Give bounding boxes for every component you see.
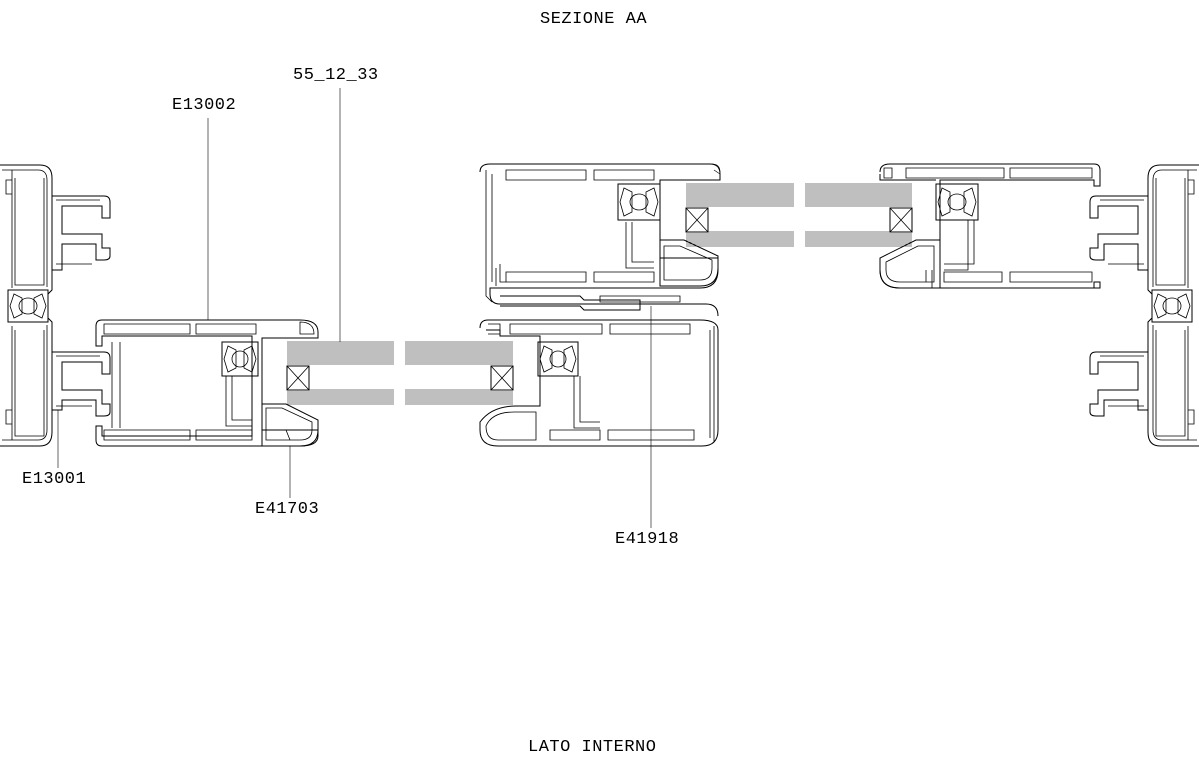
center-interlock-profile [479, 163, 721, 447]
left-frame-profile [0, 164, 111, 447]
right-glass-unit [685, 183, 913, 247]
callout-frame-left-label: E13001 [22, 470, 87, 489]
left-glass-unit [286, 341, 514, 405]
callout-bead-label: E41703 [255, 500, 320, 519]
right-sash-profile [879, 163, 1101, 289]
callout-glass-label: 55_12_33 [293, 66, 379, 85]
left-sash-profile [95, 319, 319, 447]
right-frame-profile [1089, 164, 1199, 447]
callout-leaders [57, 88, 652, 528]
section-title: SEZIONE AA [540, 10, 648, 29]
left-glazing-bead [261, 403, 319, 447]
callout-interlock-label: E41918 [615, 530, 680, 549]
callout-sash-left-label: E13002 [172, 96, 237, 115]
side-label-interior: LATO INTERNO [528, 738, 657, 757]
